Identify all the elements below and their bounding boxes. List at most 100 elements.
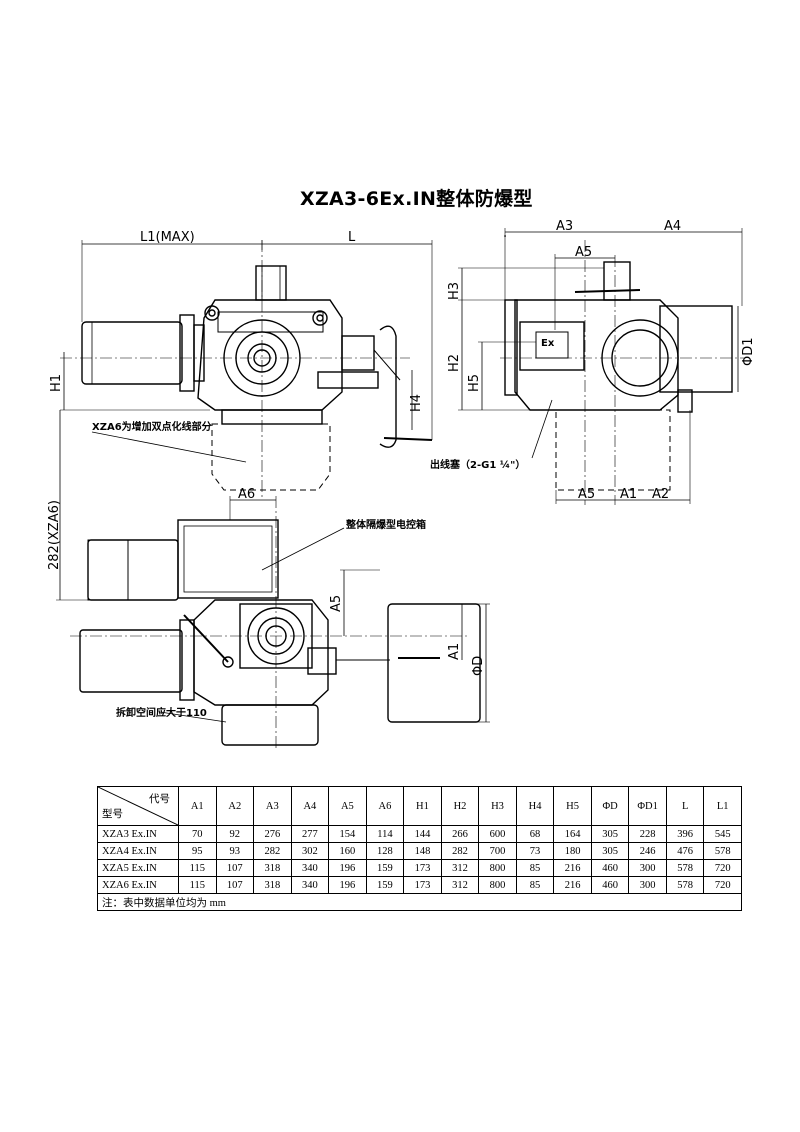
table-row: XZA5 Ex.IN 115 107 318 340 196 159 173 3… [97, 859, 742, 877]
value-cell: 85 [515, 876, 555, 894]
value-cell: 720 [703, 859, 742, 877]
value-cell: 159 [365, 876, 405, 894]
value-cell: 800 [478, 876, 517, 894]
value-cell: 196 [328, 876, 367, 894]
value-cell: 305 [590, 825, 630, 843]
dim-l1: L1(MAX) [140, 230, 195, 245]
value-cell: 460 [590, 859, 630, 877]
dim-a5-bottom: A5 [578, 487, 595, 502]
model-cell: XZA3 Ex.IN [97, 825, 179, 843]
value-cell: 95 [178, 842, 217, 860]
value-cell: 85 [515, 859, 555, 877]
table-corner-cell: 代号 型号 [97, 786, 179, 826]
dim-h3: H3 [447, 282, 462, 300]
value-cell: 340 [290, 859, 330, 877]
value-cell: 318 [253, 859, 292, 877]
note-xza6: XZA6为增加双点化线部分 [92, 420, 212, 433]
value-cell: 277 [290, 825, 330, 843]
value-cell: 578 [703, 842, 742, 860]
value-cell: 107 [215, 876, 255, 894]
value-cell: 180 [553, 842, 592, 860]
front-view [60, 240, 433, 500]
header-cell: A4 [290, 786, 330, 826]
model-cell: XZA4 Ex.IN [97, 842, 179, 860]
value-cell: 107 [215, 859, 255, 877]
dim-h2: H2 [447, 354, 462, 372]
value-cell: 578 [665, 859, 705, 877]
dim-d1: ΦD1 [741, 337, 756, 366]
value-cell: 340 [290, 876, 330, 894]
dim-a3: A3 [556, 219, 573, 234]
dim-a5-side: A5 [575, 245, 592, 260]
value-cell: 396 [665, 825, 705, 843]
value-cell: 164 [553, 825, 592, 843]
value-cell: 700 [478, 842, 517, 860]
dimension-table: 代号 型号 A1 A2 A3 A4 A5 A6 H1 H2 H3 H4 H5 Φ… [97, 786, 742, 911]
table-footnote: 注：表中数据单位均为 mm [97, 893, 742, 911]
value-cell: 318 [253, 876, 292, 894]
value-cell: 114 [365, 825, 405, 843]
value-cell: 68 [515, 825, 555, 843]
value-cell: 144 [403, 825, 442, 843]
value-cell: 159 [365, 859, 405, 877]
dim-l: L [348, 230, 356, 245]
header-cell: H3 [478, 786, 517, 826]
dim-a6: A6 [238, 487, 255, 502]
value-cell: 115 [178, 859, 217, 877]
corner-code-label: 代号 [149, 794, 170, 805]
dim-h4: H4 [409, 394, 424, 412]
model-cell: XZA5 Ex.IN [97, 859, 179, 877]
value-cell: 228 [628, 825, 667, 843]
value-cell: 196 [328, 859, 367, 877]
value-cell: 800 [478, 859, 517, 877]
value-cell: 246 [628, 842, 667, 860]
value-cell: 160 [328, 842, 367, 860]
value-cell: 93 [215, 842, 255, 860]
value-cell: 154 [328, 825, 367, 843]
handwheel [379, 325, 397, 448]
table-header-row: 代号 型号 A1 A2 A3 A4 A5 A6 H1 H2 H3 H4 H5 Φ… [97, 786, 742, 826]
header-cell: H5 [553, 786, 592, 826]
value-cell: 173 [403, 859, 442, 877]
header-cell: H2 [440, 786, 480, 826]
value-cell: 266 [440, 825, 480, 843]
value-cell: 276 [253, 825, 292, 843]
value-cell: 216 [553, 859, 592, 877]
header-cell: ΦD1 [628, 786, 667, 826]
value-cell: 128 [365, 842, 405, 860]
header-cell: H4 [515, 786, 555, 826]
header-cell: L1 [703, 786, 742, 826]
value-cell: 302 [290, 842, 330, 860]
header-cell: A6 [365, 786, 405, 826]
control-box [177, 519, 279, 599]
dim-a2: A2 [652, 487, 669, 502]
header-cell: A3 [253, 786, 292, 826]
dim-282-xza6: 282(XZA6) [47, 500, 62, 570]
header-cell: H1 [403, 786, 442, 826]
value-cell: 600 [478, 825, 517, 843]
model-cell: XZA6 Ex.IN [97, 876, 179, 894]
value-cell: 148 [403, 842, 442, 860]
note-disassembly-space: 拆卸空间应大于110 [116, 706, 207, 719]
value-cell: 73 [515, 842, 555, 860]
corner-model-label: 型号 [102, 809, 123, 820]
value-cell: 720 [703, 876, 742, 894]
top-handwheel [387, 603, 481, 723]
header-cell: A1 [178, 786, 217, 826]
dim-h1: H1 [49, 374, 64, 392]
value-cell: 545 [703, 825, 742, 843]
header-cell: ΦD [590, 786, 630, 826]
value-cell: 115 [178, 876, 217, 894]
value-cell: 305 [590, 842, 630, 860]
dim-a1-top: A1 [447, 643, 462, 660]
value-cell: 460 [590, 876, 630, 894]
value-cell: 216 [553, 876, 592, 894]
drawing-title: XZA3-6Ex.IN整体防爆型 [300, 188, 533, 210]
value-cell: 173 [403, 876, 442, 894]
table-footnote-row: 注：表中数据单位均为 mm [97, 893, 742, 911]
table-row: XZA6 Ex.IN 115 107 318 340 196 159 173 3… [97, 876, 742, 894]
value-cell: 312 [440, 859, 480, 877]
dim-d: ΦD [471, 656, 486, 676]
dim-h5: H5 [467, 374, 482, 392]
